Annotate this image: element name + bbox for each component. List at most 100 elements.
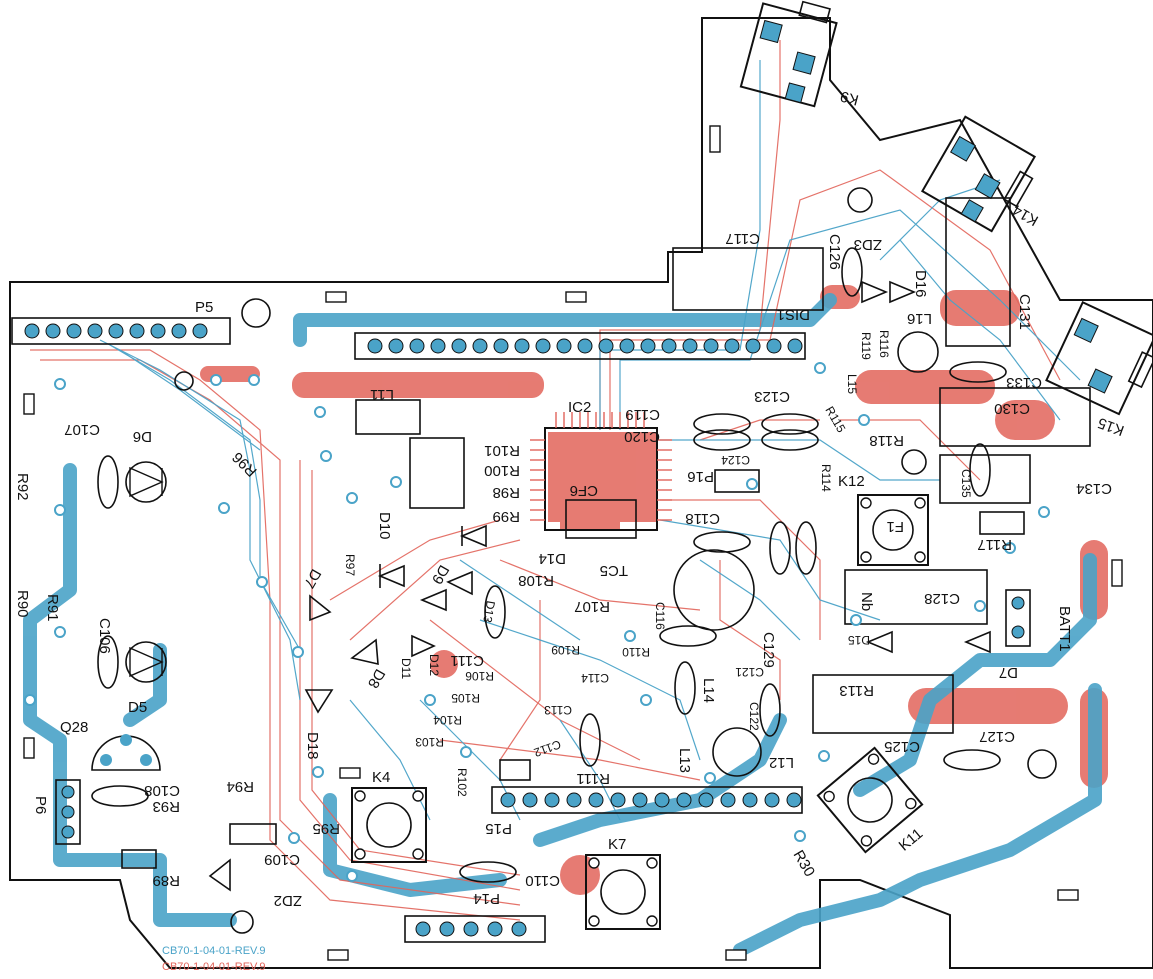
- p6-header: P6: [32, 779, 81, 845]
- r104-label: R104: [433, 713, 462, 727]
- c113-label: C113: [544, 703, 572, 717]
- r107-label: R107: [574, 598, 610, 615]
- p6-label: P6: [32, 796, 49, 814]
- c110-label: C110: [525, 872, 560, 889]
- component-labels: C107 C106 C108 C109 C110 C111 C112 C113 …: [14, 230, 1112, 909]
- d18-label: D18: [304, 732, 321, 760]
- top-traces: [30, 40, 1061, 921]
- tc5-label: TC5: [600, 562, 628, 579]
- c118-label: C118: [685, 510, 720, 527]
- c117-label: C117: [725, 230, 760, 247]
- r105-label: R105: [451, 691, 480, 705]
- p5-label: P5: [195, 299, 213, 316]
- mounting-holes: [174, 187, 1057, 934]
- switch-k4: K4: [351, 769, 427, 863]
- d16-label: D16: [912, 270, 929, 298]
- c108-label: C108: [144, 782, 180, 799]
- r114-label: R114: [819, 464, 833, 492]
- q28-label: Q28: [60, 719, 88, 736]
- transistor-q28: Q28: [60, 719, 161, 771]
- r109-label: R109: [551, 643, 580, 657]
- led-d6: D6: [125, 428, 167, 503]
- d6-label: D6: [133, 428, 152, 445]
- f1-label: F1: [886, 518, 904, 535]
- led-d5: D5: [125, 641, 167, 716]
- c116-label: C116: [653, 602, 667, 630]
- d15-label: D15: [848, 633, 870, 647]
- p16-label: P16: [687, 468, 714, 485]
- r116-label: R116: [877, 330, 891, 358]
- l15-label: L15: [845, 374, 859, 394]
- zd2-label: ZD2: [274, 892, 302, 909]
- r89-label: R89: [152, 872, 180, 889]
- switch-k15: [1045, 300, 1153, 416]
- c127-label: C127: [979, 728, 1015, 745]
- r118-label: R118: [869, 432, 904, 449]
- c130-label: C130: [994, 400, 1030, 417]
- r115-label: R115: [822, 404, 848, 435]
- switch-k7: K7: [585, 836, 661, 930]
- electrolytic-caps: [673, 331, 939, 777]
- vias: [24, 362, 1050, 882]
- l13-label: L13: [676, 748, 693, 773]
- k11-label: K11: [896, 825, 927, 854]
- silk-slots: [23, 125, 1123, 961]
- diode-symbols: [208, 280, 991, 892]
- r106-label: R106: [465, 669, 494, 683]
- r100-label: R100: [484, 462, 520, 479]
- revision-red: CB70-1-04-01-REV.9: [162, 961, 266, 973]
- k4-label: K4: [372, 769, 390, 786]
- l12-label: L12: [769, 754, 794, 771]
- c114-label: C114: [581, 671, 609, 685]
- c121-label: C121: [735, 665, 764, 679]
- c124-label: C124: [721, 453, 750, 467]
- d8-label: D8: [364, 666, 388, 691]
- revision-blue: CB70-1-04-01-REV.9: [162, 945, 266, 957]
- bottom-traces: [99, 60, 1081, 821]
- r90-label: R90: [14, 590, 31, 618]
- c133-label: C133: [1006, 374, 1042, 391]
- l16-label: L16: [907, 310, 932, 327]
- c123-label: C123: [754, 388, 790, 405]
- c111-label: C111: [450, 652, 484, 669]
- r102-label: R102: [455, 768, 469, 797]
- c125-label: C125: [884, 738, 920, 755]
- switch-k14: [920, 115, 1037, 233]
- c131-label: C131: [1016, 294, 1033, 330]
- d10-label: D10: [376, 512, 393, 540]
- d7-label: D7: [999, 664, 1018, 681]
- d14-label: D14: [538, 550, 566, 567]
- r111-label: R111: [576, 770, 610, 787]
- ic2-label: IC2: [568, 399, 591, 416]
- d13-label: D13: [480, 600, 498, 624]
- r103-label: R103: [415, 735, 444, 749]
- r97-label: R97: [343, 554, 357, 576]
- top-copper-pours: [200, 285, 1108, 895]
- r94-label: R94: [226, 778, 254, 795]
- r108-label: R108: [518, 572, 554, 589]
- switch-k12: K12: [838, 473, 929, 566]
- c129-label: C129: [760, 632, 777, 668]
- batt-header: BATT1: [1005, 589, 1073, 652]
- r95-label: R95: [312, 820, 340, 837]
- c128-label: C128: [924, 590, 960, 607]
- r117-label: R117: [977, 536, 1012, 553]
- c120-label: C120: [624, 428, 660, 445]
- r98-label: R98: [492, 484, 520, 501]
- r113-label: R113: [839, 682, 874, 699]
- l11-label: L11: [370, 386, 394, 403]
- r93-label: R93: [152, 798, 180, 815]
- c112-label: C112: [532, 737, 563, 760]
- r30-label: R30: [790, 847, 818, 879]
- dis1-header: DIS1: [354, 306, 810, 360]
- p15-label: P15: [485, 820, 512, 837]
- c134-label: C134: [1076, 480, 1112, 497]
- r99-label: R99: [492, 508, 520, 525]
- dis1-label: DIS1: [777, 306, 810, 323]
- c122-label: C122: [747, 702, 761, 731]
- p14-label: P14: [473, 890, 500, 907]
- p5-header: P5: [11, 299, 231, 345]
- ic2-chip: IC2: [530, 399, 672, 531]
- l14-label: L14: [700, 678, 717, 703]
- r119-label: R119: [859, 332, 873, 360]
